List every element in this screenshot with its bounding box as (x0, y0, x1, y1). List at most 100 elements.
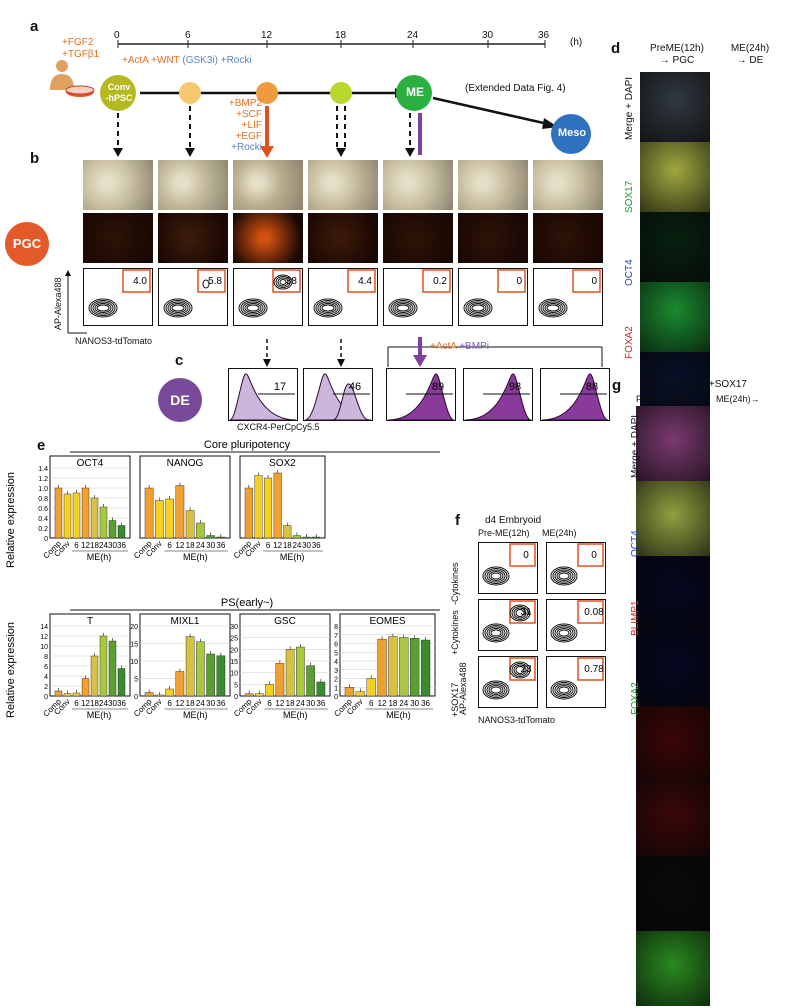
x-group-label: ME(h) (386, 710, 411, 720)
b-axis-arrows (65, 270, 87, 334)
micrograph (636, 781, 710, 856)
bar (255, 693, 264, 697)
brightfield-image (458, 160, 528, 210)
micrograph (640, 212, 710, 282)
y-tick: 1.4 (38, 466, 48, 473)
x-group-label: ME(h) (283, 710, 308, 720)
gate-percentage: 0.2 (433, 276, 447, 287)
bar (155, 694, 164, 697)
x-tick: 12 (175, 541, 184, 550)
histogram-plot: 88 (540, 368, 610, 421)
y-tick: 15 (130, 642, 138, 649)
x-group-label: ME(h) (280, 552, 305, 562)
x-tick: 6 (167, 541, 172, 550)
f-title: d4 Embryoid (485, 515, 542, 526)
g-col1: Pre-ME(12h)→ (636, 394, 697, 404)
y-tick: 8 (44, 654, 48, 661)
d-row-label: OCT4 (624, 259, 635, 286)
x-tick: 6 (369, 699, 374, 708)
bar (316, 681, 326, 697)
facs-plot: 23 (478, 656, 538, 708)
x-tick: 36 (216, 541, 225, 550)
panel-label-b: b (30, 150, 40, 167)
y-axis-label: Relative expression (5, 472, 17, 568)
facs-plot: 4.0 (83, 268, 153, 326)
facs-plot: 0 (546, 542, 606, 594)
gate-box (272, 269, 301, 293)
histogram-plot: 17 (228, 368, 298, 421)
bar (117, 668, 126, 697)
x-tick: 30 (206, 699, 215, 708)
gate-percentage: 17 (274, 381, 286, 393)
pgc-factors: +BMP2+SCF+LIF+EGF +Rocki (228, 98, 262, 153)
gate-percentage: 0 (591, 276, 597, 287)
y-tick: 5 (334, 650, 338, 657)
bar (54, 690, 63, 697)
y-tick: 1 (334, 685, 338, 692)
c-x-axis: CXCR4-PerCpCy5.5 (237, 422, 320, 432)
x-tick: 36 (117, 541, 126, 550)
bar (377, 638, 387, 697)
gate-percentage: 88 (586, 381, 598, 393)
bar (72, 492, 81, 539)
bar (388, 636, 398, 697)
gate-percentage: 0 (591, 550, 597, 561)
x-tick: 36 (421, 699, 430, 708)
d-row-label: Merge + DAPI (624, 76, 635, 140)
gate-percentage: 23 (520, 664, 532, 675)
y-tick: 0 (134, 694, 138, 701)
tick-36: 36 (538, 30, 550, 41)
brightfield-image (308, 160, 378, 210)
fluorescence-image (158, 213, 228, 263)
bar (399, 637, 409, 697)
micrograph (636, 406, 710, 481)
histogram-plot: 98 (463, 368, 533, 421)
bar (185, 510, 195, 539)
x-tick: 18 (186, 541, 195, 550)
histogram-plot: 89 (386, 368, 456, 421)
f-col2: ME(24h) (542, 528, 577, 538)
y-tick: 7 (334, 633, 338, 640)
gate-box (572, 269, 601, 293)
g-col2: ME(24h)→ (716, 394, 760, 404)
bar (296, 646, 305, 697)
bar (312, 536, 321, 539)
fgf-tgf-factors: +FGF2+TGFβ1 (62, 37, 100, 60)
y-tick: 2 (334, 677, 338, 684)
bar (99, 506, 108, 539)
y-tick: 0.8 (38, 496, 48, 503)
y-tick: 20 (130, 624, 138, 631)
x-tick: 12 (81, 541, 90, 550)
bar (54, 487, 63, 539)
gate-percentage: 46 (349, 381, 361, 393)
brightfield-image-grid (83, 160, 613, 270)
x-tick: 18 (90, 699, 99, 708)
f-row2-label: +Cytokines (450, 610, 460, 655)
chart-title: NANOG (167, 458, 204, 469)
brightfield-image (383, 160, 453, 210)
micrograph (636, 556, 710, 631)
stage-12h-circle (256, 82, 278, 104)
x-tick: 12 (275, 699, 284, 708)
bar (63, 493, 72, 539)
conv-hpsc-label: Conv-hPSC (105, 82, 133, 103)
bar (420, 639, 431, 697)
tick-18: 18 (335, 30, 347, 41)
bar (366, 678, 376, 697)
bar (165, 498, 174, 539)
gate-box (497, 269, 526, 293)
bar (108, 640, 117, 697)
g-row-label: FOXA2 (630, 682, 641, 715)
x-tick: 6 (167, 699, 172, 708)
x-tick: 24 (196, 541, 205, 550)
y-tick: 1.2 (38, 476, 48, 483)
y-tick: 0 (44, 536, 48, 543)
gate-percentage: 89 (432, 381, 444, 393)
gate-box (122, 269, 151, 293)
panel-label-g: g (612, 377, 622, 394)
